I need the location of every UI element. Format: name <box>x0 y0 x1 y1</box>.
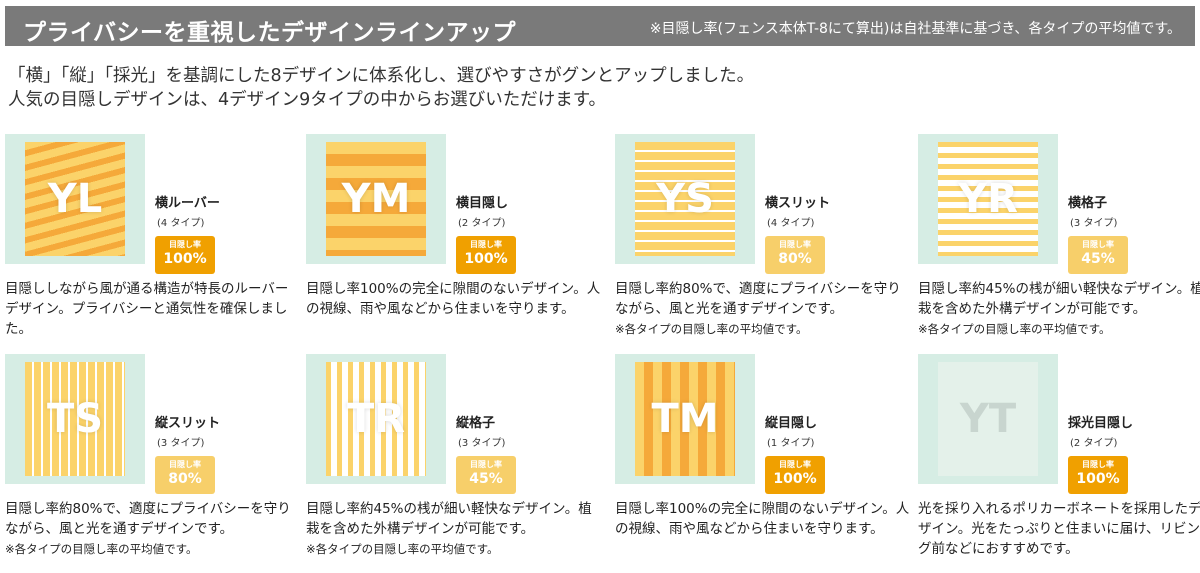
design-name: 縦スリット <box>155 416 221 431</box>
type-count: (3 タイプ) <box>458 438 506 449</box>
description: 目隠し率約45%の桟が細い軽快なデザイン。植栽を含めた外構デザインが可能です。 … <box>918 279 1200 339</box>
description: 目隠し率約45%の桟が細い軽快なデザイン。植栽を含めた外構デザインが可能です。 … <box>306 499 601 559</box>
badge-label: 目隠し率 <box>779 240 811 249</box>
badge-value: 45% <box>469 471 503 487</box>
description: 光を採り入れるポリカーボネートを採用したデザイン。光をたっぷりと住まいに届け、リ… <box>918 499 1200 559</box>
type-count: (2 タイプ) <box>458 218 506 229</box>
header-bar: プライバシーを重視したデザインラインアップ ※目隠し率(フェンス本体T-8にて算… <box>5 6 1195 46</box>
code-label: TR <box>346 396 406 442</box>
code-label: TM <box>651 396 719 442</box>
thumbnail: TS <box>5 354 145 484</box>
rate-badge: 目隠し率 80% <box>765 236 825 274</box>
description-text: 目隠し率約80%で、適度にプライバシーを守りながら、風と光を通すデザインです。 <box>5 501 291 537</box>
type-count: (3 タイプ) <box>157 438 205 449</box>
card-yr[interactable]: YR 横格子 (3 タイプ) 目隠し率 45% 目隠し率約45%の桟が細い軽快な… <box>918 134 1200 344</box>
code-label: YT <box>959 396 1017 442</box>
badge-label: 目隠し率 <box>1082 460 1114 469</box>
badge-label: 目隠し率 <box>470 460 502 469</box>
average-note: ※各タイプの目隠し率の平均値です。 <box>918 322 1111 336</box>
pattern-yl <box>25 142 125 256</box>
rate-badge: 目隠し率 45% <box>456 456 516 494</box>
pattern-ts <box>25 362 125 476</box>
description: 目隠し率100%の完全に隙間のないデザイン。人の視線、雨や風などから住まいを守り… <box>615 499 910 539</box>
description-text: 目隠ししながら風が通る構造が特長のルーバーデザイン。プライバシーと通気性を確保し… <box>5 281 289 337</box>
description-text: 目隠し率約80%で、適度にプライバシーを守りながら、風と光を通すデザインです。 <box>615 281 901 317</box>
card-tm[interactable]: TM 縦目隠し (1 タイプ) 目隠し率 100% 目隠し率100%の完全に隙間… <box>615 354 910 564</box>
card-tr[interactable]: TR 縦格子 (3 タイプ) 目隠し率 45% 目隠し率約45%の桟が細い軽快な… <box>306 354 601 564</box>
description-text: 目隠し率約45%の桟が細い軽快なデザイン。植栽を含めた外構デザインが可能です。 <box>918 281 1200 317</box>
card-ts[interactable]: TS 縦スリット (3 タイプ) 目隠し率 80% 目隠し率約80%で、適度にプ… <box>5 354 300 564</box>
description: 目隠し率約80%で、適度にプライバシーを守りながら、風と光を通すデザインです。 … <box>5 499 300 559</box>
average-note: ※各タイプの目隠し率の平均値です。 <box>306 542 499 556</box>
rate-badge: 目隠し率 80% <box>155 456 215 494</box>
card-ym[interactable]: YM 横目隠し (2 タイプ) 目隠し率 100% 目隠し率100%の完全に隙間… <box>306 134 601 344</box>
pattern-ys <box>635 142 735 256</box>
type-count: (4 タイプ) <box>157 218 205 229</box>
rate-badge: 目隠し率 100% <box>765 456 825 494</box>
design-name: 横スリット <box>765 196 831 211</box>
thumbnail: YR <box>918 134 1058 264</box>
description: 目隠し率100%の完全に隙間のないデザイン。人の視線、雨や風などから住まいを守り… <box>306 279 601 319</box>
intro-text: 「横」「縦」「採光」を基調にした8デザインに体系化し、選びやすさがグンとアップし… <box>8 64 754 112</box>
thumbnail: YL <box>5 134 145 264</box>
description-text: 光を採り入れるポリカーボネートを採用したデザイン。光をたっぷりと住まいに届け、リ… <box>918 501 1200 557</box>
badge-value: 100% <box>1076 471 1120 487</box>
description: 目隠ししながら風が通る構造が特長のルーバーデザイン。プライバシーと通気性を確保し… <box>5 279 300 339</box>
design-name: 縦格子 <box>456 416 496 431</box>
description-text: 目隠し率100%の完全に隙間のないデザイン。人の視線、雨や風などから住まいを守り… <box>615 501 910 537</box>
intro-line-2: 人気の目隠しデザインは、4デザイン9タイプの中からお選びいただけます。 <box>8 90 607 110</box>
badge-label: 目隠し率 <box>1082 240 1114 249</box>
design-name: 横格子 <box>1068 196 1108 211</box>
type-count: (1 タイプ) <box>767 438 815 449</box>
card-yl[interactable]: YL 横ルーバー (4 タイプ) 目隠し率 100% 目隠ししながら風が通る構造… <box>5 134 300 344</box>
type-count: (4 タイプ) <box>767 218 815 229</box>
pattern-ym <box>326 142 426 256</box>
average-note: ※各タイプの目隠し率の平均値です。 <box>5 542 198 556</box>
page-title: プライバシーを重視したデザインラインアップ <box>23 20 517 46</box>
description-text: 目隠し率約45%の桟が細い軽快なデザイン。植栽を含めた外構デザインが可能です。 <box>306 501 592 537</box>
pattern-tr <box>326 362 426 476</box>
badge-label: 目隠し率 <box>169 240 201 249</box>
code-label: YL <box>47 176 103 222</box>
badge-value: 100% <box>464 251 508 267</box>
rate-badge: 目隠し率 100% <box>1068 456 1128 494</box>
code-label: YS <box>656 176 714 222</box>
code-label: YM <box>341 176 411 222</box>
badge-label: 目隠し率 <box>779 460 811 469</box>
badge-value: 80% <box>168 471 202 487</box>
badge-label: 目隠し率 <box>169 460 201 469</box>
page-header: プライバシーを重視したデザインラインアップ ※目隠し率(フェンス本体T-8にて算… <box>0 0 1200 47</box>
card-yt[interactable]: YT 採光目隠し (2 タイプ) 目隠し率 100% 光を採り入れるポリカーボネ… <box>918 354 1200 564</box>
badge-value: 100% <box>163 251 207 267</box>
pattern-tm <box>635 362 735 476</box>
header-note: ※目隠し率(フェンス本体T-8にて算出)は自社基準に基づき、各タイプの平均値です… <box>649 21 1181 37</box>
intro-line-1: 「横」「縦」「採光」を基調にした8デザインに体系化し、選びやすさがグンとアップし… <box>8 66 755 86</box>
badge-value: 45% <box>1081 251 1115 267</box>
code-label: TS <box>46 396 104 442</box>
rate-badge: 目隠し率 45% <box>1068 236 1128 274</box>
thumbnail: TM <box>615 354 755 484</box>
thumbnail: YS <box>615 134 755 264</box>
type-count: (2 タイプ) <box>1070 438 1118 449</box>
pattern-yr <box>938 142 1038 256</box>
card-ys[interactable]: YS 横スリット (4 タイプ) 目隠し率 80% 目隠し率約80%で、適度にプ… <box>615 134 910 344</box>
design-name: 縦目隠し <box>765 416 818 431</box>
thumbnail: YM <box>306 134 446 264</box>
badge-label: 目隠し率 <box>470 240 502 249</box>
rate-badge: 目隠し率 100% <box>155 236 215 274</box>
design-name: 横ルーバー <box>155 196 220 211</box>
description-text: 目隠し率100%の完全に隙間のないデザイン。人の視線、雨や風などから住まいを守り… <box>306 281 601 317</box>
design-name: 横目隠し <box>456 196 509 211</box>
badge-value: 80% <box>778 251 812 267</box>
code-label: YR <box>958 176 1018 222</box>
design-name: 採光目隠し <box>1068 416 1134 431</box>
rate-badge: 目隠し率 100% <box>456 236 516 274</box>
average-note: ※各タイプの目隠し率の平均値です。 <box>615 322 808 336</box>
pattern-yt <box>938 362 1038 476</box>
badge-value: 100% <box>773 471 817 487</box>
description: 目隠し率約80%で、適度にプライバシーを守りながら、風と光を通すデザインです。 … <box>615 279 910 339</box>
thumbnail: YT <box>918 354 1058 484</box>
type-count: (3 タイプ) <box>1070 218 1118 229</box>
thumbnail: TR <box>306 354 446 484</box>
